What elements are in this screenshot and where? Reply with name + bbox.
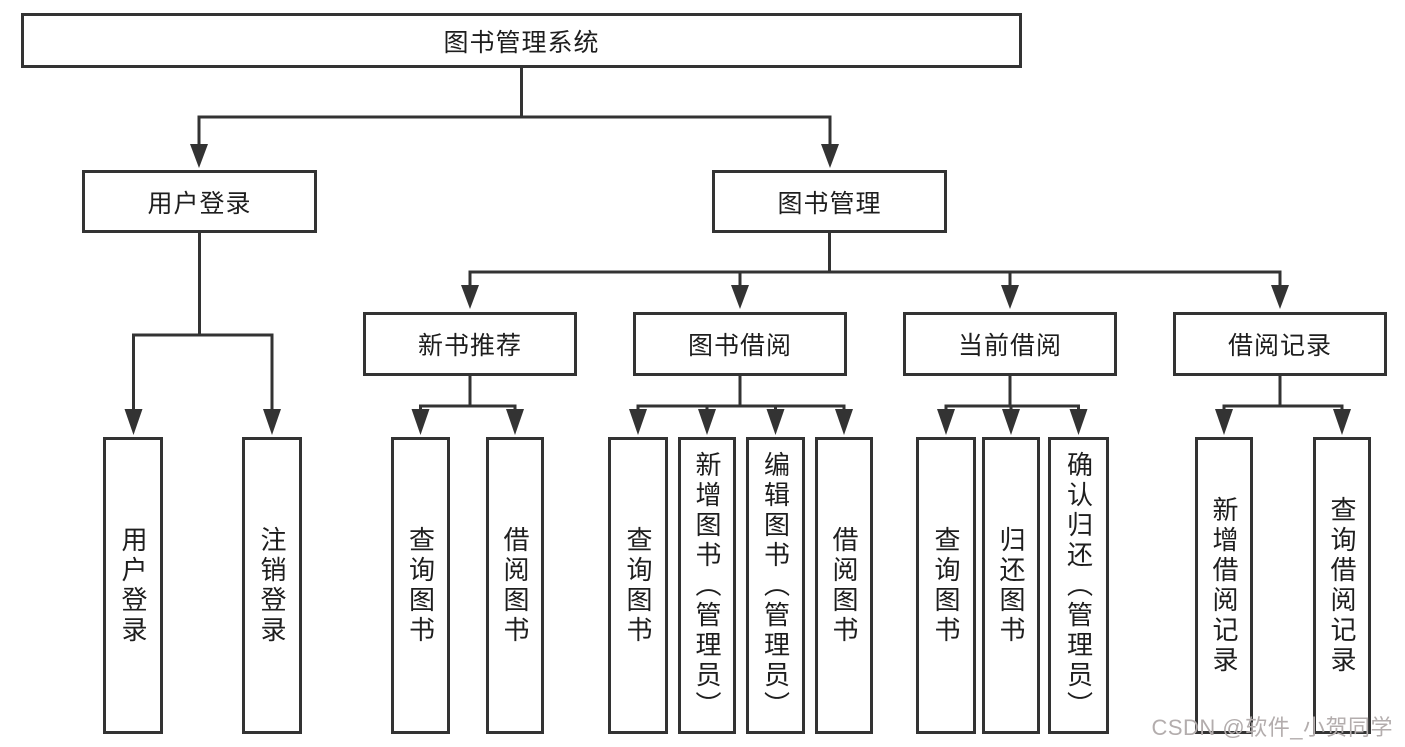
node-book-borrowing-label: 图书借阅 <box>687 332 792 360</box>
leaf-borrow-books-2: 借阅图书 <box>815 437 873 734</box>
csdn-watermark: CSDN @软件_小贺同学 <box>1151 715 1393 740</box>
node-current-borrowing: 当前借阅 <box>903 312 1117 376</box>
node-root: 图书管理系统 <box>21 13 1022 68</box>
leaf-edit-books-admin-label: 编辑图书（管理员） <box>760 450 791 721</box>
leaf-query-books-3: 查询图书 <box>916 437 976 734</box>
node-root-label: 图书管理系统 <box>443 28 600 57</box>
leaf-return-books: 归还图书 <box>982 437 1040 734</box>
leaf-borrow-books-1-label: 借阅图书 <box>500 525 530 646</box>
node-book-management: 图书管理 <box>712 170 947 233</box>
leaf-query-books-2: 查询图书 <box>608 437 668 734</box>
leaf-user-login: 用户登录 <box>103 437 163 734</box>
leaf-confirm-return-admin-label: 确认归还（管理员） <box>1063 450 1094 721</box>
node-borrowing-records-label: 借阅记录 <box>1227 332 1332 360</box>
leaf-logout: 注销登录 <box>242 437 302 734</box>
node-user-login-label: 用户登录 <box>147 189 252 218</box>
node-book-management-label: 图书管理 <box>777 189 882 218</box>
leaf-edit-books-admin: 编辑图书（管理员） <box>746 437 805 734</box>
leaf-query-books-1-label: 查询图书 <box>405 525 436 646</box>
node-user-login: 用户登录 <box>82 170 317 233</box>
leaf-logout-label: 注销登录 <box>257 525 287 646</box>
leaf-add-books-admin: 新增图书（管理员） <box>678 437 736 734</box>
leaf-user-login-label: 用户登录 <box>118 525 148 646</box>
node-book-borrowing: 图书借阅 <box>633 312 847 376</box>
leaf-return-books-label: 归还图书 <box>996 525 1026 646</box>
leaf-add-books-admin-label: 新增图书（管理员） <box>692 450 722 721</box>
node-borrowing-records: 借阅记录 <box>1173 312 1387 376</box>
leaf-query-borrow-record: 查询借阅记录 <box>1313 437 1371 734</box>
leaf-add-borrow-record: 新增借阅记录 <box>1195 437 1253 734</box>
leaf-query-books-2-label: 查询图书 <box>623 525 653 646</box>
leaf-borrow-books-2-label: 借阅图书 <box>829 525 859 646</box>
leaf-query-books-3-label: 查询图书 <box>931 525 961 646</box>
leaf-query-books-1: 查询图书 <box>391 437 450 734</box>
leaf-query-borrow-record-label: 查询借阅记录 <box>1327 495 1357 676</box>
leaf-add-borrow-record-label: 新增借阅记录 <box>1209 495 1239 676</box>
node-new-book-recommend-label: 新书推荐 <box>417 332 522 360</box>
node-current-borrowing-label: 当前借阅 <box>957 332 1062 360</box>
leaf-borrow-books-1: 借阅图书 <box>486 437 544 734</box>
leaf-confirm-return-admin: 确认归还（管理员） <box>1048 437 1109 734</box>
node-new-book-recommend: 新书推荐 <box>363 312 577 376</box>
